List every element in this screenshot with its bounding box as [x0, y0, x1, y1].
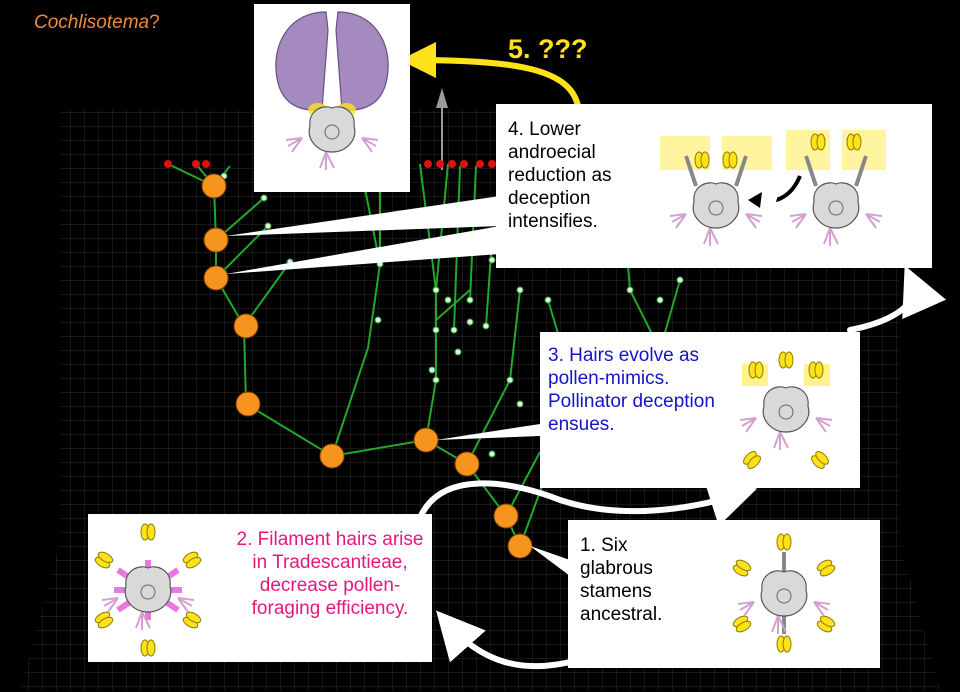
step5-label: 5. ??? [508, 34, 588, 65]
node [204, 228, 228, 252]
step3-caption: 3. Hairs evolve as pollen-mimics. Pollin… [548, 344, 718, 436]
step2-caption: 2. Filament hairs arise in Tradescantiea… [232, 528, 428, 620]
node [202, 174, 226, 198]
node [234, 314, 258, 338]
arrow-icon [412, 60, 578, 106]
node [236, 392, 260, 416]
step1-caption: 1. Six glabrous stamens ancestral. [580, 534, 676, 626]
title-italic: Cochlisotema [34, 12, 149, 33]
node [320, 444, 344, 468]
title-suffix: ? [149, 12, 160, 33]
node [508, 534, 532, 558]
node [494, 504, 518, 528]
node [204, 266, 228, 290]
node [414, 428, 438, 452]
node [455, 452, 479, 476]
step5-flower-box [254, 4, 410, 192]
title-fragment: Cochlisotema? [34, 12, 160, 34]
step4-caption: 4. Lower androecial reduction as decepti… [508, 118, 628, 233]
